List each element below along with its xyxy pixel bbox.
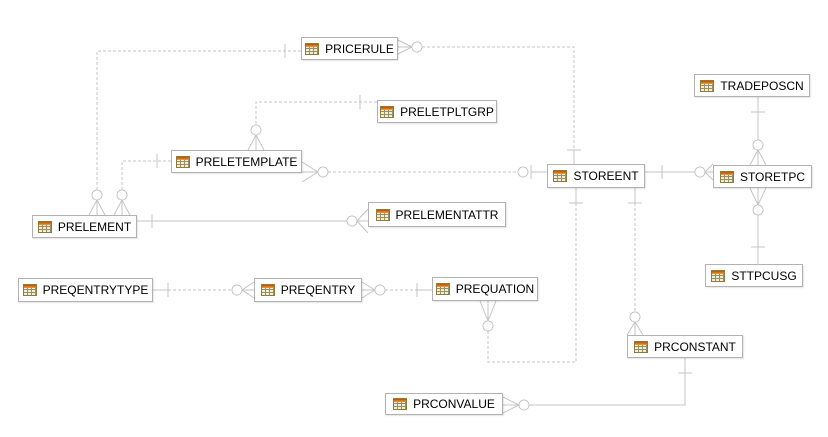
- entity-prconvalue[interactable]: PRCONVALUE: [385, 393, 503, 415]
- entity-storetpc[interactable]: STORETPC: [713, 165, 812, 188]
- entity-preletpltgrp[interactable]: PRELETPLTGRP: [377, 100, 497, 123]
- relationship-preletpltgrp-preletemplate[interactable]: [247, 95, 377, 151]
- entity-label: STORETPC: [739, 169, 806, 184]
- table-icon: [553, 170, 568, 182]
- relationship-preletemplate-storeent[interactable]: [301, 161, 547, 183]
- entity-label: PRCONVALUE: [413, 397, 495, 411]
- table-icon: [700, 79, 715, 92]
- entity-label: PREQENTRY: [280, 283, 356, 297]
- entity-preqentry[interactable]: PREQENTRY: [254, 278, 362, 302]
- table-icon: [393, 398, 408, 410]
- entity-label: PRCONSTANT: [654, 339, 736, 354]
- entity-label: PRELETPLTGRP: [400, 104, 494, 119]
- relationship-pricerule-prelement[interactable]: [88, 44, 301, 216]
- table-icon: [435, 283, 450, 295]
- entity-label: TRADEPOSCN: [720, 78, 804, 93]
- entity-prconstant[interactable]: PRCONSTANT: [627, 335, 743, 358]
- entity-pricerule[interactable]: PRICERULE: [301, 37, 398, 60]
- entity-label: PREQUATION: [455, 282, 535, 296]
- entity-label: PRELEMENT: [57, 219, 132, 234]
- relationship-tradeposcn-storetpc[interactable]: [749, 97, 767, 166]
- entity-label: PRELEMENTATTR: [395, 207, 499, 222]
- table-icon: [37, 220, 52, 233]
- entity-preqentrytype[interactable]: PREQENTRYTYPE: [18, 278, 153, 302]
- entity-label: PREQENTRYTYPE: [42, 283, 149, 297]
- relationship-storetpc-sttpcusg[interactable]: [749, 187, 767, 264]
- entity-sttpcusg[interactable]: STTPCUSG: [705, 264, 803, 287]
- table-icon: [375, 208, 390, 221]
- entity-label: STOREENT: [573, 169, 639, 183]
- relationship-prconstant-prconvalue[interactable]: [502, 358, 692, 414]
- entity-preletemplate[interactable]: PRELETEMPLATE: [171, 150, 302, 173]
- relationship-preqentrytype-preqentry[interactable]: [153, 281, 255, 299]
- entity-label: PRICERULE: [325, 41, 394, 56]
- table-icon: [719, 170, 734, 183]
- relationship-storeent-prconstant[interactable]: [626, 188, 644, 336]
- entity-prelementattr[interactable]: PRELEMENTATTR: [368, 202, 506, 227]
- table-icon: [380, 105, 395, 118]
- entity-label: STTPCUSG: [731, 268, 797, 283]
- relationship-storeent-storetpc[interactable]: [645, 163, 714, 181]
- relationship-preqentry-prequation[interactable]: [361, 281, 432, 299]
- relationship-prelement-prelementattr[interactable]: [137, 208, 369, 234]
- table-icon: [175, 155, 190, 168]
- relationship-storeent-prequation[interactable]: [479, 188, 583, 363]
- table-icon: [711, 269, 726, 282]
- entity-storeent[interactable]: STOREENT: [547, 164, 645, 188]
- relationship-pricerule-storeent[interactable]: [397, 39, 581, 164]
- table-icon: [22, 284, 37, 296]
- entity-tradeposcn[interactable]: TRADEPOSCN: [694, 74, 810, 97]
- table-icon: [634, 340, 649, 353]
- relationship-preletemplate-prelement[interactable]: [113, 154, 171, 216]
- table-icon: [260, 284, 275, 296]
- entity-prelement[interactable]: PRELEMENT: [32, 215, 137, 238]
- entity-prequation[interactable]: PREQUATION: [432, 277, 538, 301]
- entity-label: PRELETEMPLATE: [195, 154, 298, 169]
- table-icon: [305, 42, 320, 55]
